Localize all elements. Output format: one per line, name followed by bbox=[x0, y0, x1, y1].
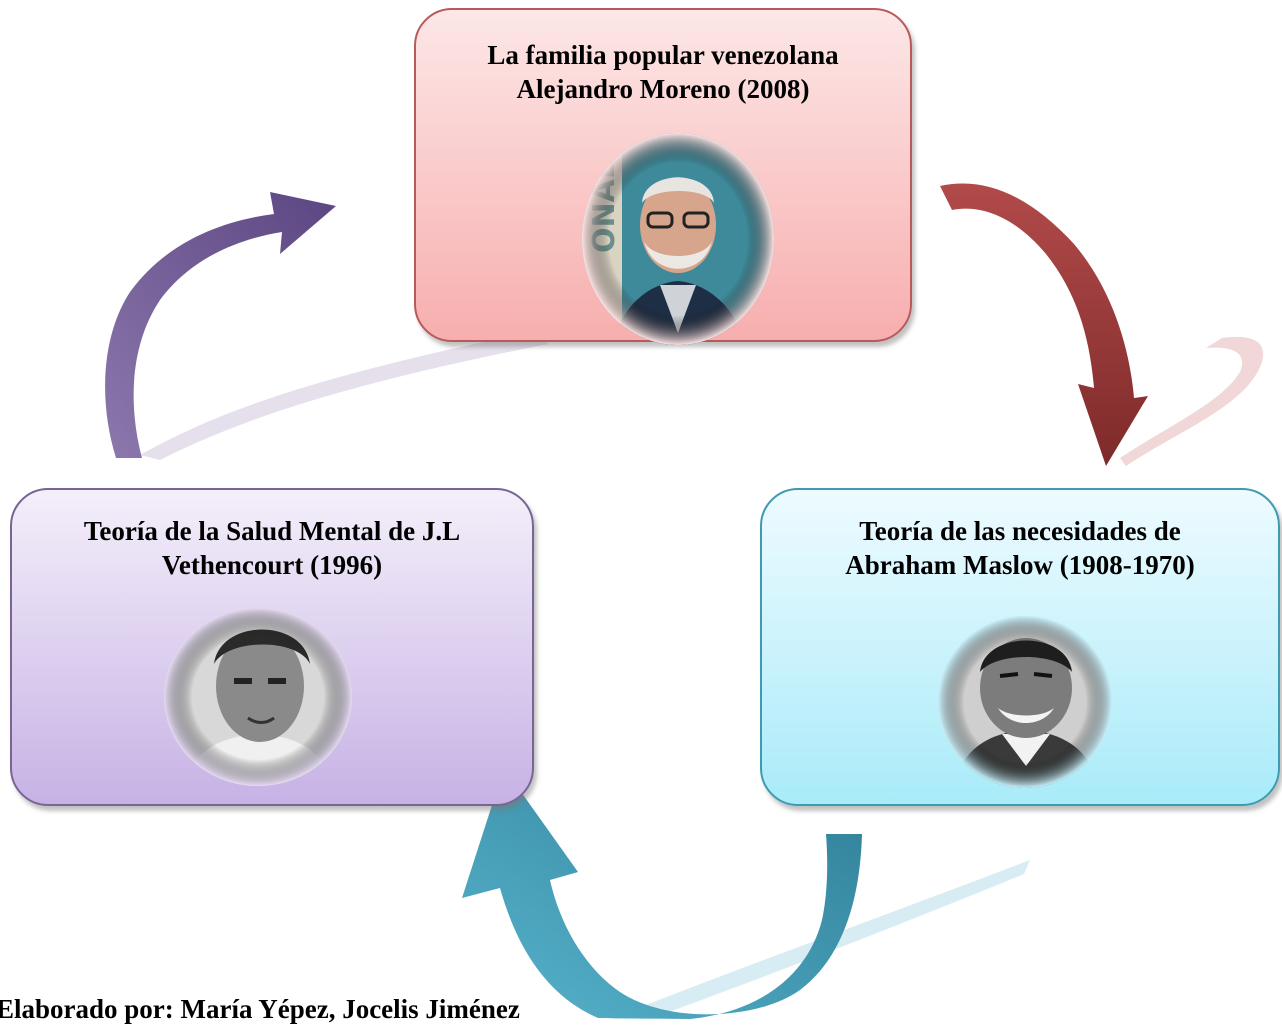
node-vethencourt-title: Teoría de la Salud Mental de J.L Vethenc… bbox=[83, 516, 461, 580]
portrait-jl-vethencourt bbox=[164, 608, 352, 786]
arrow-maslow-to-vethencourt bbox=[462, 768, 862, 1019]
node-vethencourt: Teoría de la Salud Mental de J.L Vethenc… bbox=[10, 488, 534, 806]
arrow-moreno-to-maslow bbox=[940, 183, 1148, 466]
portrait-alejandro-moreno: ONAL bbox=[582, 133, 774, 345]
arrow-reflection-right bbox=[1120, 336, 1264, 466]
arrow-vethencourt-to-moreno bbox=[105, 192, 336, 458]
arrow-reflection-left bbox=[140, 330, 548, 460]
node-maslow-title: Teoría de las necesidades de Abraham Mas… bbox=[845, 516, 1195, 580]
node-maslow: Teoría de las necesidades de Abraham Mas… bbox=[760, 488, 1280, 806]
credit-text: Elaborado por: María Yépez, Jocelis Jimé… bbox=[0, 994, 520, 1024]
node-moreno-title: La familia popular venezolana Alejandro … bbox=[487, 40, 839, 104]
node-moreno: La familia popular venezolana Alejandro … bbox=[414, 8, 912, 345]
portrait-abraham-maslow bbox=[938, 616, 1112, 788]
